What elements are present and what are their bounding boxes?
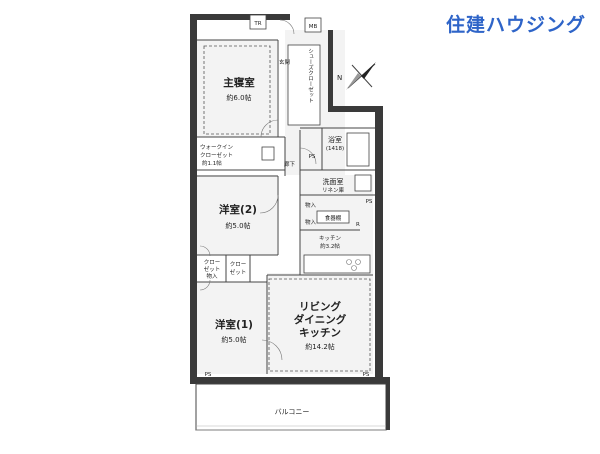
bedroom-dash [203, 45, 271, 135]
ldk-line2: ダイニング [294, 313, 347, 326]
kitchen-name: キッチン [319, 235, 342, 242]
storage-label-b: 物入 [305, 218, 317, 226]
closet2-line2: ゼット [230, 268, 247, 276]
storage-label-a: 物入 [305, 201, 317, 209]
western1-size: 約5.0帖 [221, 335, 246, 344]
washroom-name: 洗面室 [323, 177, 344, 186]
compass-label: N [337, 74, 342, 82]
ps-label-hall: PS [309, 154, 316, 160]
ps-label-balcony-left: PS [205, 372, 212, 378]
western1-name: 洋室(1) [215, 318, 253, 331]
tr-label: TR [253, 21, 261, 27]
master-bedroom-name: 主寝室 [223, 76, 255, 89]
closet2-line1: クロー [230, 261, 247, 268]
linen-label: リネン庫 [322, 186, 345, 194]
hallway-name: 廊下 [284, 160, 296, 168]
brand-logo: 住建ハウジング [445, 14, 586, 36]
walk-in-line2: クローゼット [200, 151, 233, 159]
walk-in-size: 約1.1帖 [202, 159, 222, 167]
ldk-size: 約14.2帖 [305, 342, 335, 351]
doors [199, 19, 317, 361]
shoe-closet-label: シューズクローゼット [307, 48, 314, 103]
ldk-line1: リビング [299, 300, 341, 313]
bath-size: (1418) [326, 146, 344, 152]
western2-name: 洋室(2) [219, 203, 257, 216]
interior-walls [197, 39, 375, 374]
entrance-name: 玄関 [279, 58, 291, 66]
ldk-dash [268, 278, 371, 372]
closet1-line1: クロー [204, 259, 221, 266]
pantry-name: 食器棚 [325, 214, 342, 222]
compass: N [337, 62, 376, 90]
western2-size: 約5.0帖 [225, 221, 250, 230]
mb-label: MB [309, 24, 318, 30]
r-label: R [356, 222, 360, 228]
bath-name: 浴室 [328, 135, 342, 144]
kitchen-size: 約3.2帖 [320, 242, 340, 250]
outer-walls [190, 14, 390, 384]
ldk-line3: キッチン [299, 327, 341, 339]
closet1-line2: ゼット [204, 265, 221, 273]
storage-label-c: 物入 [206, 272, 218, 280]
balcony-area [195, 383, 390, 431]
master-bedroom-size: 約6.0帖 [226, 93, 251, 102]
ps-label-wash: PS [366, 199, 373, 205]
balcony-name: バルコニー [275, 408, 310, 416]
fixtures [249, 14, 372, 274]
ps-label-balcony-right: PS [363, 372, 370, 378]
walk-in-line1: ウォークイン [200, 143, 234, 151]
